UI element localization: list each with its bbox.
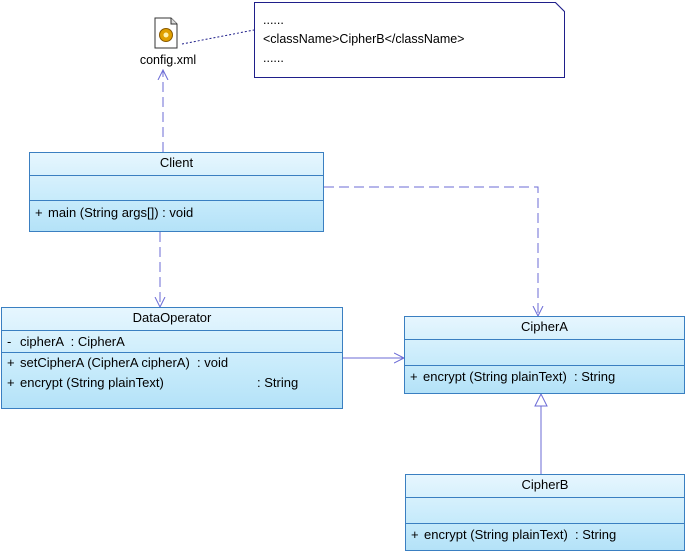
attributes-section: [30, 175, 323, 200]
note-fold-corner: [555, 2, 565, 12]
class-client[interactable]: Client +main (String args[]) : void: [29, 152, 324, 232]
class-cipherb[interactable]: CipherB +encrypt (String plainText) : St…: [405, 474, 685, 551]
operation-row: +encrypt (String plainText) : String: [411, 527, 617, 542]
class-name: CipherA: [521, 319, 568, 334]
dependency-client-ciphera: [324, 186, 538, 316]
note-box: ...... <className>CipherB</className> ..…: [254, 2, 565, 78]
class-dataoperator[interactable]: DataOperator -cipherA : CipherA +setCiph…: [1, 307, 343, 409]
operation-row: +main (String args[]) : void: [35, 205, 194, 220]
note-line: <className>CipherB</className>: [263, 32, 465, 46]
note-line: ......: [263, 51, 284, 65]
xml-file-icon: [154, 17, 178, 49]
class-name: CipherB: [521, 477, 569, 492]
attributes-section: [406, 497, 684, 523]
attributes-section: [405, 339, 684, 365]
operation-row: +encrypt (String plainText): String: [7, 375, 299, 390]
class-name: Client: [159, 155, 194, 170]
config-file-label: config.xml: [139, 53, 197, 67]
class-ciphera[interactable]: CipherA +encrypt (String plainText) : St…: [404, 316, 685, 394]
operation-row: +encrypt (String plainText) : String: [410, 369, 616, 384]
operations-section: +encrypt (String plainText) : String: [405, 365, 684, 387]
operation-row: +setCipherA (CipherA cipherA) : void: [7, 355, 229, 370]
operations-section: +setCipherA (CipherA cipherA) : void +en…: [2, 352, 342, 393]
operations-section: +main (String args[]) : void: [30, 200, 323, 223]
note-anchor-line: [181, 29, 255, 45]
attribute-row: -cipherA : CipherA: [7, 334, 125, 349]
operations-section: +encrypt (String plainText) : String: [406, 523, 684, 545]
attributes-section: -cipherA : CipherA: [2, 330, 342, 352]
note-line: ......: [263, 13, 284, 27]
class-name: DataOperator: [132, 310, 212, 325]
